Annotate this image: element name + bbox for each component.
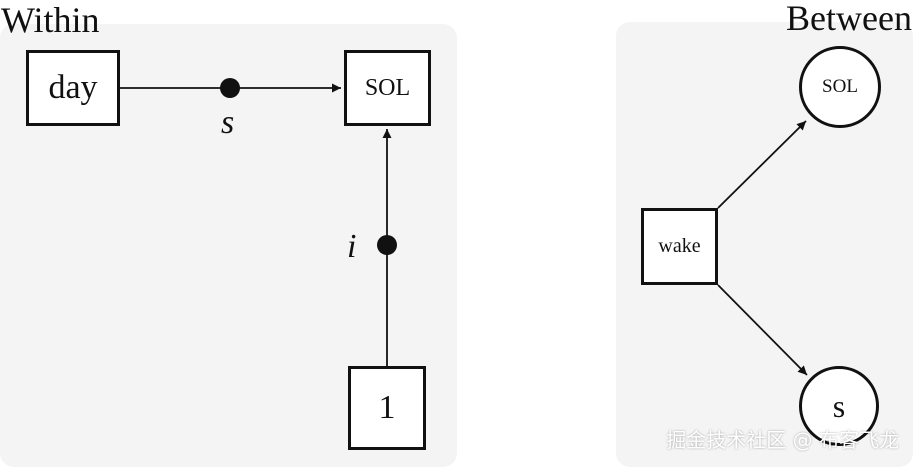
node-wake: wake xyxy=(641,208,718,285)
node-s-between: s xyxy=(799,366,879,446)
watermark-text: 掘金技术社区 @ 布客飞龙 xyxy=(666,428,899,452)
within-title: Within xyxy=(1,0,100,40)
edge-wake-to-s xyxy=(717,284,808,376)
between-title: Between xyxy=(786,0,912,38)
label-s: s xyxy=(221,104,235,141)
node-intercept-one: 1 xyxy=(348,366,426,450)
edge-wake-to-sol xyxy=(717,120,807,209)
label-i: i xyxy=(347,228,357,265)
node-sol-between: SOL xyxy=(799,46,881,128)
random-slope-dot-s xyxy=(220,78,240,98)
node-sol-within: SOL xyxy=(344,50,431,126)
random-intercept-dot-i xyxy=(377,235,397,255)
node-day: day xyxy=(26,50,120,126)
